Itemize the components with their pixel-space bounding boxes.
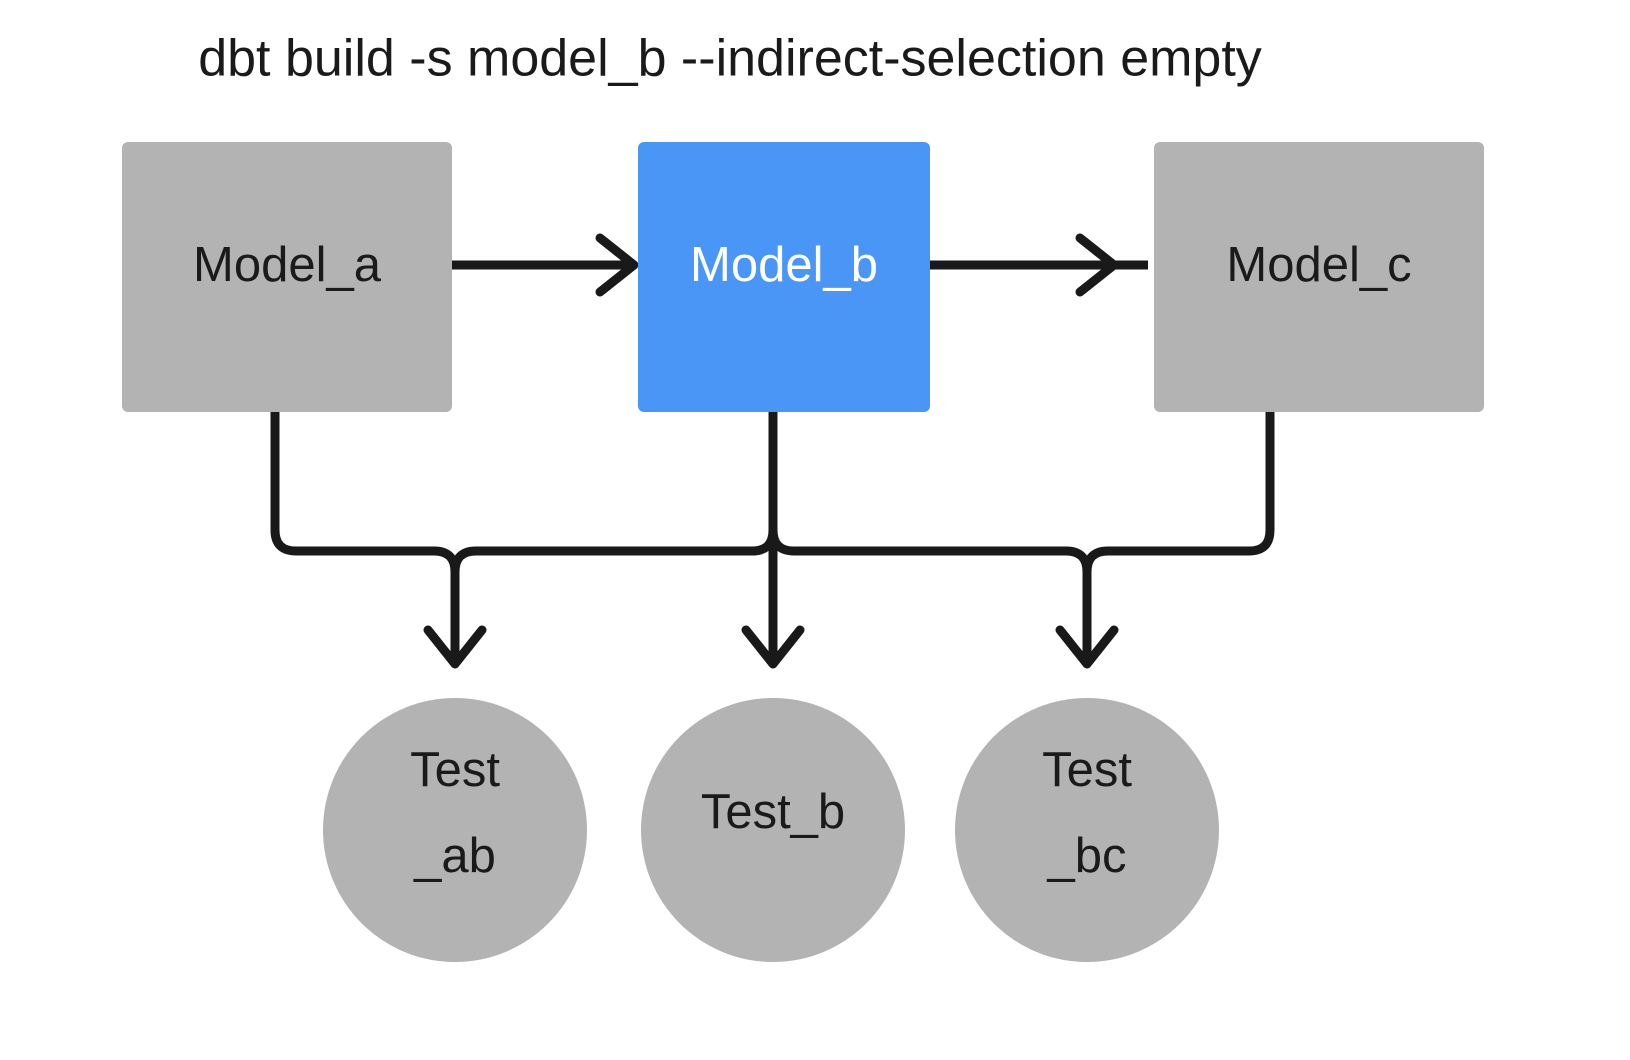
node-test-bc-shape[interactable] xyxy=(955,698,1219,962)
node-model-c[interactable]: Model_c xyxy=(1154,142,1484,412)
page-title: dbt build -s model_b --indirect-selectio… xyxy=(198,30,1262,88)
node-model-c-label: Model_c xyxy=(1226,238,1411,292)
node-test-ab-shape[interactable] xyxy=(323,698,587,962)
node-test-ab-label-line1: Test xyxy=(410,743,500,797)
node-test-bc-label-line1: Test xyxy=(1042,743,1132,797)
node-test-bc[interactable]: Test _bc xyxy=(955,698,1219,962)
node-test-b-label-line1: Test_b xyxy=(701,785,845,839)
node-model-a-label: Model_a xyxy=(193,238,382,292)
edge-model-a-to-test-ab xyxy=(270,412,487,669)
edge-model-b-to-test-bc xyxy=(768,529,1119,669)
edge-model-c-to-test-bc xyxy=(1082,412,1275,573)
node-model-a[interactable]: Model_a xyxy=(122,142,452,412)
node-test-b[interactable]: Test_b xyxy=(641,698,905,962)
node-model-b[interactable]: Model_b xyxy=(638,142,930,412)
node-model-c-shape[interactable] xyxy=(1154,142,1484,412)
node-model-b-shape[interactable] xyxy=(638,142,930,412)
node-test-bc-label-line2: _bc xyxy=(1046,829,1126,883)
node-test-ab[interactable]: Test _ab xyxy=(323,698,587,962)
node-test-b-shape[interactable] xyxy=(641,698,905,962)
edge-model-b-to-model-c xyxy=(930,233,1148,297)
edge-model-a-to-model-b xyxy=(452,233,639,297)
node-test-ab-label-line2: _ab xyxy=(413,829,496,883)
edge-model-b-to-test-ab xyxy=(450,412,778,573)
node-model-a-shape[interactable] xyxy=(122,142,452,412)
node-model-b-label: Model_b xyxy=(690,238,878,292)
